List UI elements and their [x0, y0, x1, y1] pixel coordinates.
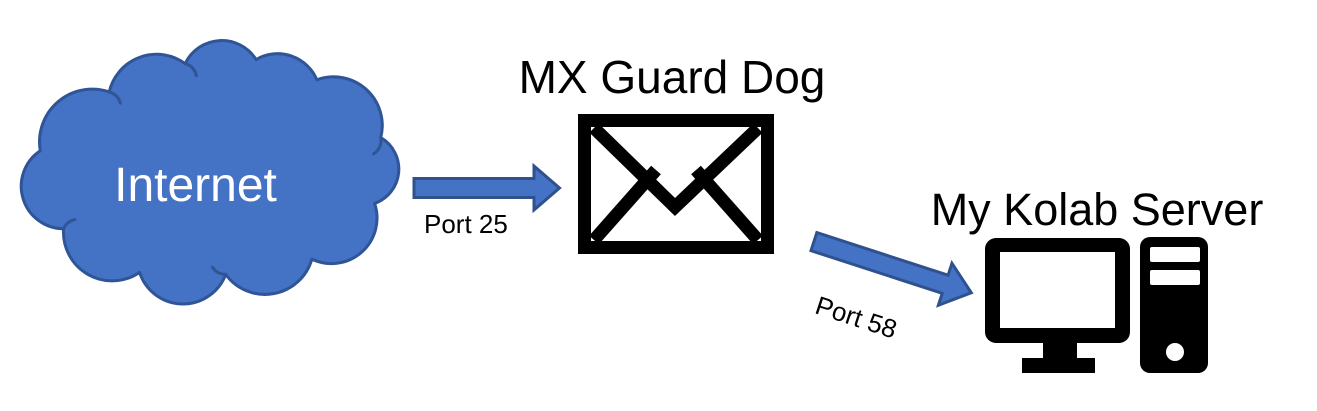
- internet-cloud-node: Internet: [18, 28, 403, 313]
- port-58-label: Port 58: [811, 290, 901, 345]
- right-arrow-icon: [412, 162, 562, 214]
- kolab-server-title: My Kolab Server: [930, 184, 1264, 235]
- internet-label: Internet: [114, 159, 277, 212]
- port-25-label: Port 25: [424, 209, 508, 239]
- mx-guard-dog-node: [578, 114, 774, 254]
- mx-guard-dog-title: MX Guard Dog: [518, 51, 826, 103]
- envelope-icon: [578, 114, 774, 254]
- kolab-server-node: [985, 236, 1210, 376]
- cloud-icon: [19, 39, 401, 306]
- down-right-arrow-icon: [809, 230, 974, 308]
- port-58-arrow: [804, 217, 981, 317]
- port-25-arrow: [412, 162, 562, 214]
- desktop-computer-icon: [985, 237, 1208, 373]
